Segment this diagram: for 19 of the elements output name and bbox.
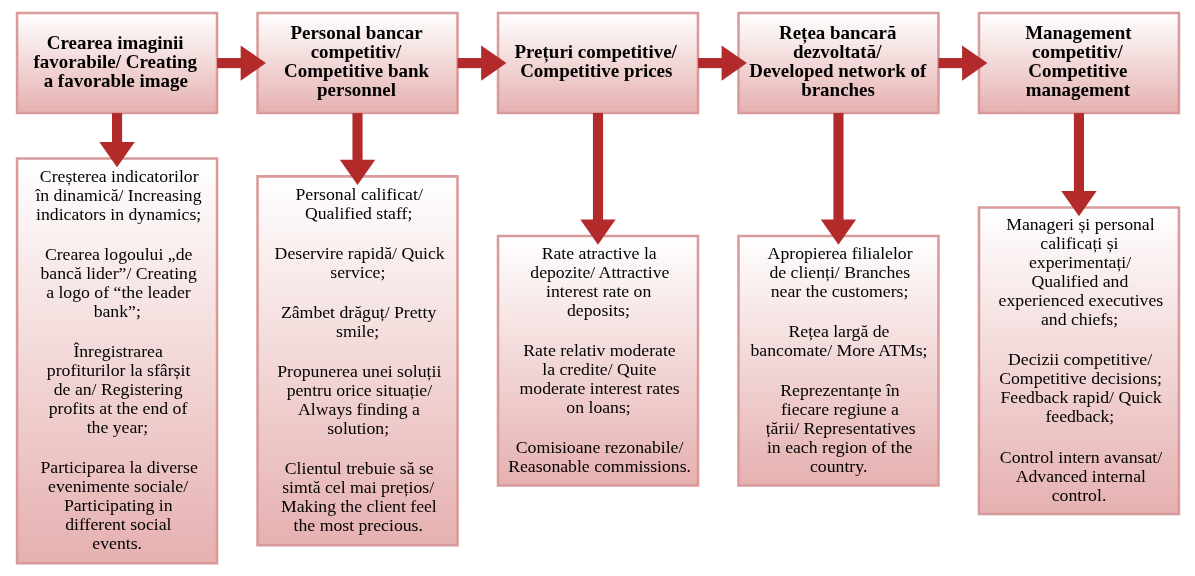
node-box: Personal bancar competitiv/ Competitive bank personnel: [255, 11, 459, 115]
node-box: Apropierea filialelor de clienți/ Branches near the customers; Rețea largă de bancomate/ More ATMs; Reprezentanțe în fiecare regiune a țării/ Representatives in each region of the country.: [736, 234, 940, 487]
node-box: Manageri și personal calificați și experimentați/ Qualified and experienced executives and chiefs; Decizii competitive/ Competitive decisions; Feedback rapid/ Quick feedback; Control intern avansat/ Advanced internal control.: [977, 206, 1180, 516]
arrow: [98, 113, 135, 168]
arrow: [216, 45, 266, 81]
arrow: [457, 45, 506, 81]
arrow: [1060, 113, 1097, 217]
node-box: Personal calificat/ Qualified staff; Deservire rapidă/ Quick service; Zâmbet drăguț/ Pretty smile; Propunerea unei soluții pentru orice situație/ Always finding a solution; Clientul trebuie să se simtă cel mai prețios/ Making the client feel the most precious.: [255, 175, 459, 547]
arrow: [697, 45, 747, 81]
node-box: Crearea imaginii favorabile/ Creating a favorable image: [15, 11, 218, 115]
node-box: Creșterea indicatorilor în dinamică/ Increasing indicators in dynamics; Crearea logoului „de bancă lider”/ Creating a logo of “the leader bank”; Înregistrarea profiturilor la sfârșit de an/ Registering profits at the end of the year; Participarea la diverse evenimente sociale/ Participating in different social events.: [15, 157, 218, 565]
arrow: [938, 45, 987, 81]
node-box: Rețea bancară dezvoltată/ Developed network of branches: [736, 11, 940, 115]
node-box: Management competitiv/ Competitive management: [977, 11, 1180, 115]
arrow: [579, 113, 616, 245]
arrow: [339, 113, 375, 186]
arrow: [820, 113, 856, 245]
node-box: Rate atractive la depozite/ Attractive interest rate on deposits; Rate relativ moderate la credite/ Quite moderate interest rates on loans; Comisioane rezonabile/ Reasonable commissions.: [496, 234, 699, 487]
node-box: Prețuri competitive/ Competitive prices: [496, 11, 699, 115]
